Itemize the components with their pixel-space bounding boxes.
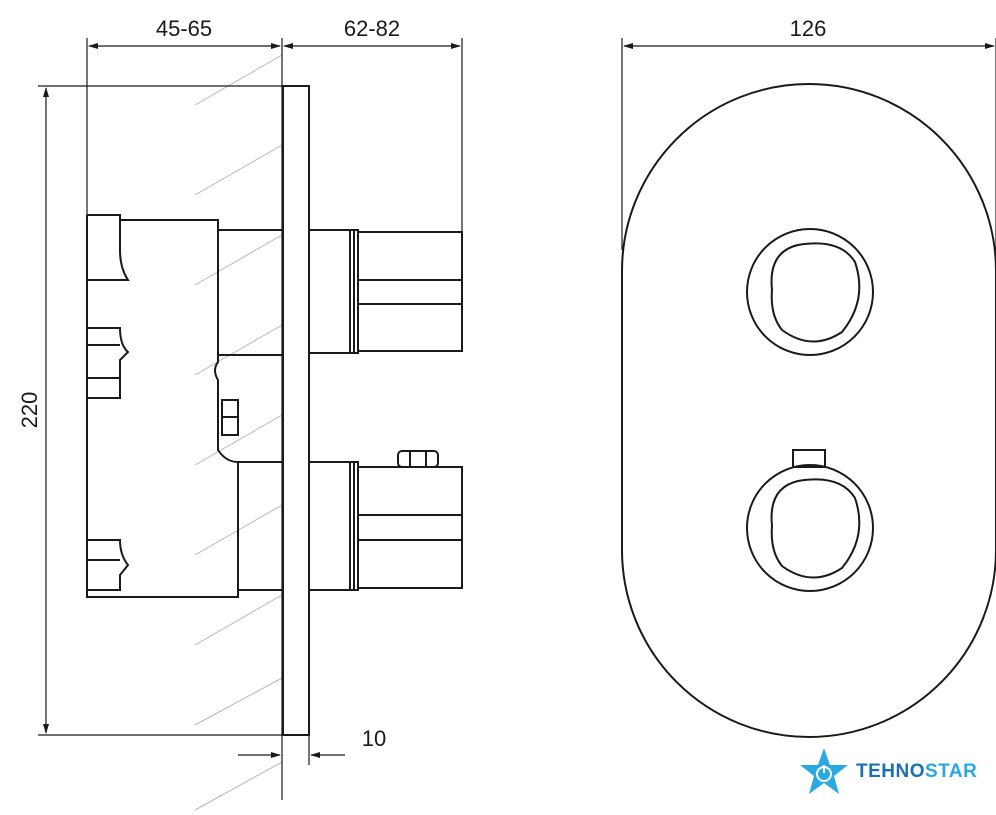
safety-button-front	[792, 449, 826, 468]
body-side-lower	[214, 355, 283, 590]
lower-handle-side	[308, 450, 463, 591]
dim-plate-width: 126	[790, 16, 827, 41]
body-notch-middle	[87, 327, 130, 399]
dim-plate-height: 220	[17, 392, 42, 429]
dim-projection: 62-82	[344, 16, 400, 41]
body-notch-bottom	[87, 539, 130, 591]
star-power-icon	[800, 748, 848, 794]
lower-knob-front	[746, 449, 874, 592]
brand-name: TEHNOSTAR	[856, 761, 978, 782]
dim-wall-depth: 45-65	[156, 16, 212, 41]
cover-plate-front	[621, 83, 996, 738]
dim-plate-thickness: 10	[362, 726, 386, 751]
safety-button-side	[397, 450, 439, 468]
upper-knob-front	[746, 228, 874, 356]
body-notch-top	[87, 220, 130, 281]
brand-logo: TEHNOSTAR	[798, 746, 977, 798]
side-view: 45-65 62-82 220 10	[17, 16, 463, 811]
upper-handle-side	[308, 229, 463, 354]
front-view: 126	[621, 16, 996, 738]
mixer-body	[86, 214, 283, 598]
cover-plate-side	[282, 85, 310, 736]
